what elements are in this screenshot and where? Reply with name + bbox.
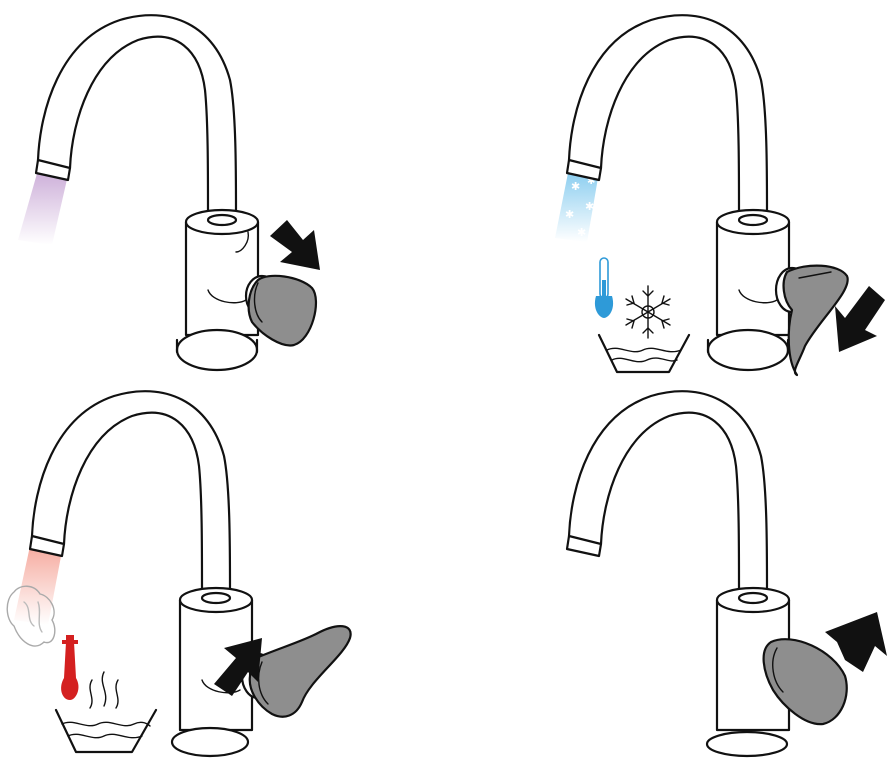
faucet-lever <box>762 638 848 726</box>
faucet-lever <box>782 264 849 377</box>
svg-text:✱: ✱ <box>571 181 580 193</box>
water-bowl-icon <box>597 333 691 374</box>
faucet-lever <box>247 274 317 347</box>
snowflake-icon <box>625 285 671 339</box>
arrow-icon <box>214 638 262 696</box>
spout-tip <box>565 158 603 182</box>
water-stream <box>555 168 599 242</box>
faucet-lever <box>248 625 352 718</box>
steam-icon <box>6 585 56 647</box>
faucet-spout <box>567 390 769 592</box>
faucet-spout <box>30 390 232 592</box>
arrow-icon <box>835 286 885 352</box>
svg-text:✱: ✱ <box>577 227 586 239</box>
faucet-body <box>184 222 260 337</box>
faucet-spout <box>567 14 769 214</box>
arrow-icon <box>270 220 320 270</box>
svg-text:✱: ✱ <box>565 209 574 221</box>
faucet-spout <box>36 14 238 214</box>
spout-tip <box>28 534 66 558</box>
faucet-base <box>705 730 789 758</box>
arrow-icon <box>825 612 887 672</box>
svg-text:✱: ✱ <box>585 201 594 213</box>
panel-closed <box>447 380 893 759</box>
faucet-base <box>175 328 259 372</box>
panel-mixed-water <box>0 0 446 379</box>
faucet-base <box>706 328 790 372</box>
thermometer-icon <box>594 257 614 318</box>
svg-text:✱: ✱ <box>587 176 595 187</box>
panel-cold-water: ✱ ✱ ✱ ✱ ✱ <box>447 0 893 379</box>
water-stream <box>18 170 68 245</box>
faucet-base <box>170 726 250 758</box>
spout-tip <box>565 534 603 558</box>
panel-hot-water <box>0 380 446 759</box>
thermometer-icon <box>61 635 79 700</box>
water-bowl-icon <box>54 708 158 754</box>
spout-tip <box>34 158 72 182</box>
